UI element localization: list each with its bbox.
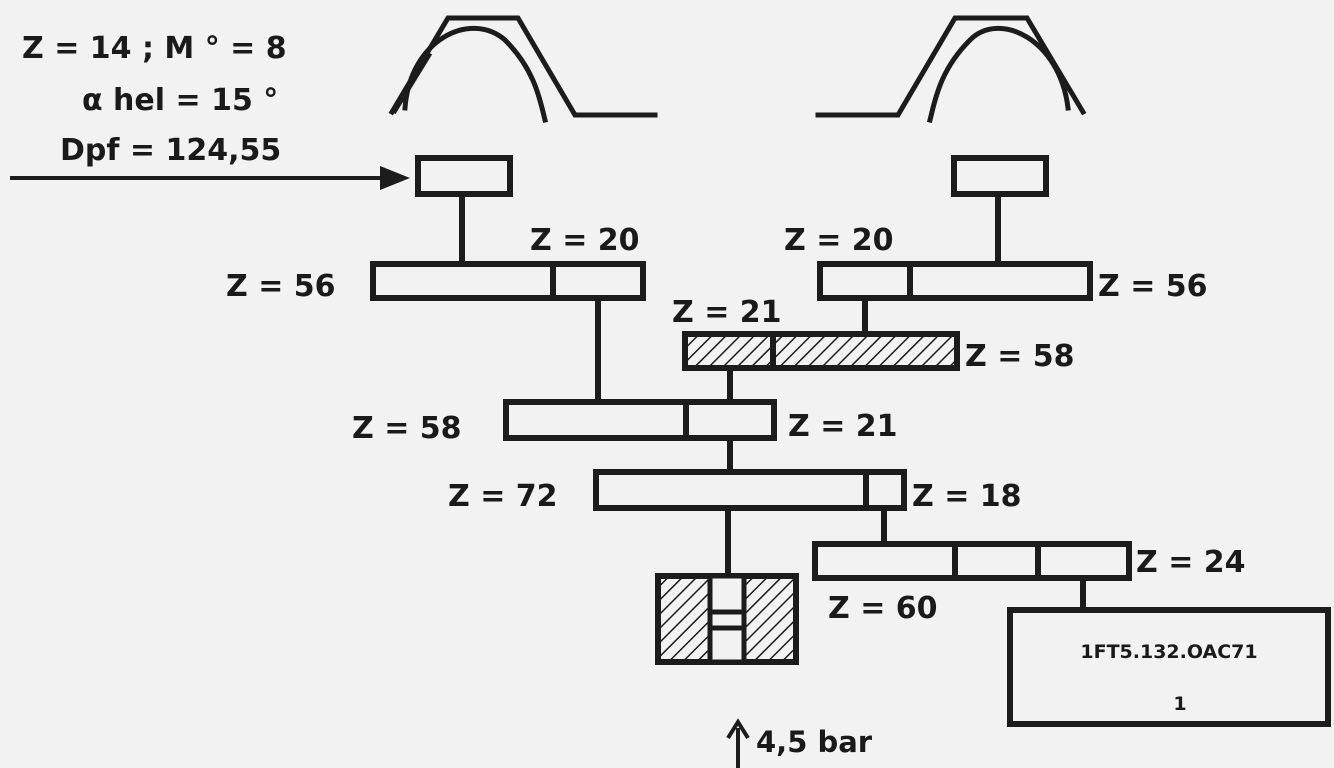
gear-z58-mid [503, 399, 777, 441]
label-z58-mid: Z = 58 [352, 411, 462, 446]
spec-line-1: Z = 14 ; M ° = 8 [22, 31, 287, 66]
right-pinion [951, 155, 1049, 197]
pressure-label: 4,5 bar [756, 725, 873, 759]
label-z21-mid: Z = 21 [788, 409, 898, 444]
gear-z58-hatched [682, 331, 960, 371]
label-z58-hatched: Z = 58 [965, 339, 1075, 374]
gear-z60 [812, 541, 1132, 581]
left-pinion [415, 155, 513, 197]
left-tooth-profile [388, 15, 658, 124]
pressure-arrow-head [726, 718, 750, 740]
hatched-coupling [655, 573, 799, 665]
label-z72: Z = 72 [448, 479, 558, 514]
label-z56-left: Z = 56 [226, 269, 336, 304]
label-z21-top: Z = 21 [672, 295, 782, 330]
motor-number: 1 [1173, 693, 1186, 715]
label-z20-left: Z = 20 [530, 223, 640, 258]
motor-model: 1FT5.132.OAC71 [1080, 641, 1257, 663]
motor-box [1007, 607, 1331, 727]
label-z60: Z = 60 [828, 591, 938, 626]
label-z56-right: Z = 56 [1098, 269, 1208, 304]
gear-z72 [593, 469, 907, 511]
gear-z56-left [370, 261, 646, 301]
label-z18: Z = 18 [912, 479, 1022, 514]
label-z24: Z = 24 [1136, 545, 1246, 580]
right-tooth-profile [815, 15, 1087, 124]
spec-line-3: Dpf = 124,55 [60, 133, 281, 168]
gear-z56-right [817, 261, 1093, 301]
label-z20-right: Z = 20 [784, 223, 894, 258]
pointer-arrow-head [380, 166, 410, 190]
spec-line-2: α hel = 15 ° [82, 83, 278, 118]
